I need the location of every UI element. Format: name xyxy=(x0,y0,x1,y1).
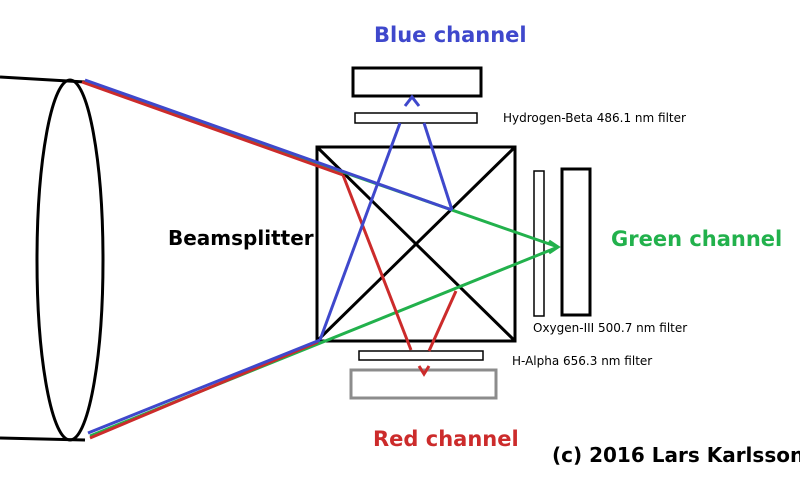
red-arrowhead xyxy=(417,365,431,377)
blue-sensor xyxy=(351,66,483,98)
green-sensor xyxy=(560,167,592,317)
blue-ray-upper-reflect xyxy=(422,122,454,211)
blue-arrowhead xyxy=(403,94,421,107)
beamsplitter-label: Beamsplitter xyxy=(168,226,314,250)
red-ray-down xyxy=(341,174,413,351)
lens-ellipse xyxy=(35,78,105,442)
cube-diagonal-2 xyxy=(315,145,517,343)
oiii-filter xyxy=(533,170,545,317)
red-ray-up xyxy=(427,290,458,352)
blue-ray-lower-incoming xyxy=(87,338,321,435)
halpha-filter-label: H-Alpha 656.3 nm filter xyxy=(512,354,653,368)
red-ray-lower xyxy=(89,340,319,440)
green-channel-label: Green channel xyxy=(611,227,783,251)
telescope-lens xyxy=(0,75,105,442)
hbeta-filter-label: Hydrogen-Beta 486.1 nm filter xyxy=(503,111,686,125)
blue-ray-lower-reflect xyxy=(318,122,402,341)
blue-rays xyxy=(84,78,454,435)
blue-channel-label: Blue channel xyxy=(374,23,527,47)
red-ray-incoming xyxy=(81,80,344,177)
cube-outline xyxy=(315,145,517,343)
beamsplitter-cube xyxy=(315,145,517,343)
copyright-notice: (c) 2016 Lars Karlsson xyxy=(552,443,800,467)
red-rays xyxy=(81,80,458,440)
red-channel-label: Red channel xyxy=(373,427,519,451)
hbeta-filter xyxy=(354,112,478,124)
green-arrowhead xyxy=(548,239,561,255)
oiii-filter-label: Oxygen-III 500.7 nm filter xyxy=(533,321,688,335)
blue-ray-upper-incoming xyxy=(84,78,453,212)
halpha-filter xyxy=(358,350,484,361)
